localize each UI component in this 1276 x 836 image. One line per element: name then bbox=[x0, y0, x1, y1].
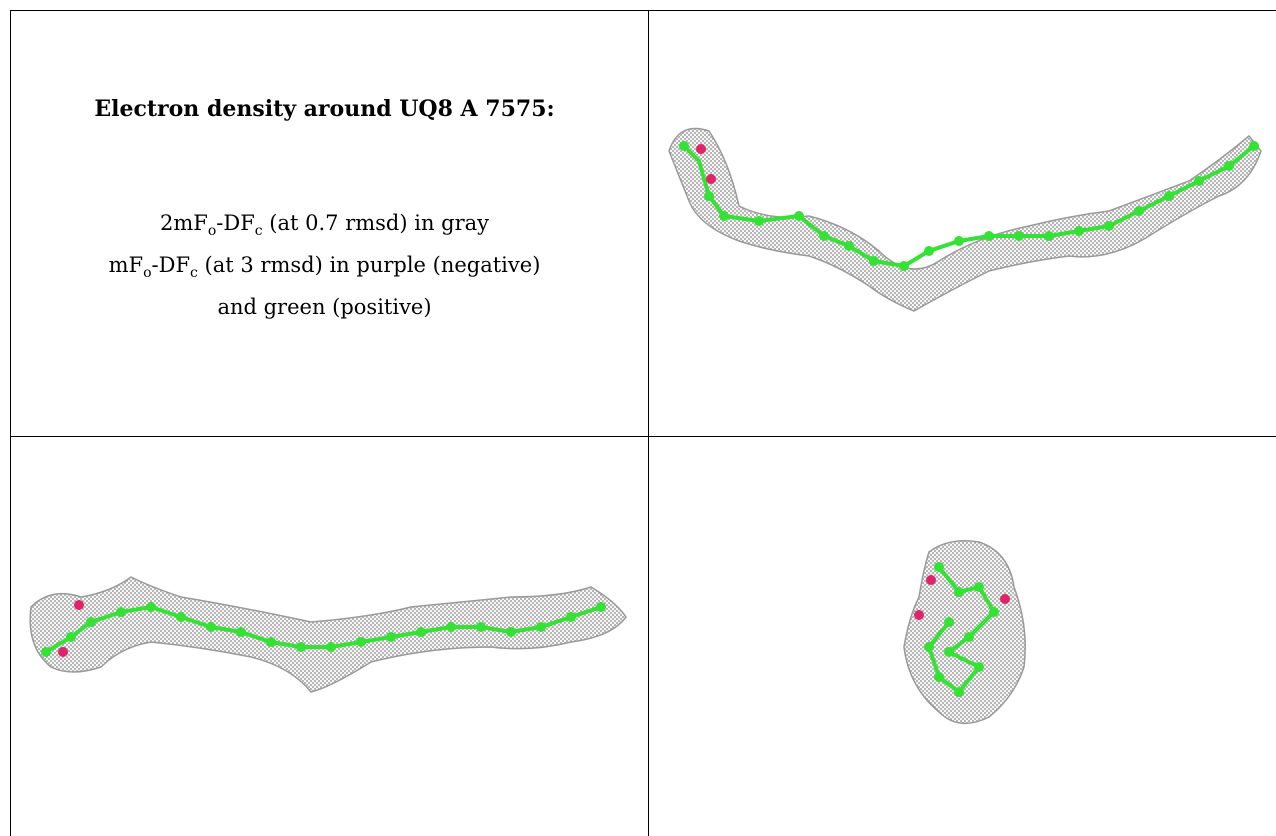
table-border-middle bbox=[648, 10, 649, 836]
ligand-chain bbox=[682, 144, 1256, 269]
table-border-top bbox=[10, 10, 1276, 11]
ligand-chain bbox=[44, 604, 602, 654]
density-mesh bbox=[29, 576, 627, 693]
figure-table: Electron density around UQ8 A 7575: 2mFo… bbox=[0, 10, 1276, 836]
density-mesh bbox=[903, 540, 1026, 725]
legend-line-mfo-dfc: mFo-DFc (at 3 rmsd) in purple (negative) bbox=[12, 248, 637, 290]
table-border-row-divider bbox=[10, 436, 1276, 437]
legend-subscript: c bbox=[254, 223, 263, 240]
legend-text: (at 3 rmsd) in purple (negative) bbox=[197, 253, 541, 278]
legend-text: -DF bbox=[216, 211, 255, 235]
legend-text: (at 0.7 rmsd) in gray bbox=[262, 211, 490, 235]
caption-cell: Electron density around UQ8 A 7575: 2mFo… bbox=[12, 10, 637, 436]
density-view-top-right bbox=[668, 127, 1262, 312]
density-view-bottom-right bbox=[903, 540, 1026, 725]
legend-subscript: o bbox=[207, 223, 217, 240]
table-border-left bbox=[10, 10, 11, 836]
legend-line-positive: and green (positive) bbox=[217, 295, 432, 320]
legend-text: mF bbox=[108, 253, 144, 278]
legend-subscript: c bbox=[190, 265, 198, 282]
legend-subscript: o bbox=[143, 265, 152, 282]
legend-text: -DF bbox=[151, 253, 191, 278]
caption-legend: 2mFo-DFc (at 0.7 rmsd) in gray mFo-DFc (… bbox=[12, 206, 637, 324]
density-view-bottom-left bbox=[29, 576, 627, 693]
caption-title: Electron density around UQ8 A 7575: bbox=[94, 96, 555, 122]
legend-text: 2mF bbox=[159, 211, 208, 235]
legend-line-2mfo-dfc: 2mFo-DFc (at 0.7 rmsd) in gray bbox=[12, 206, 637, 248]
